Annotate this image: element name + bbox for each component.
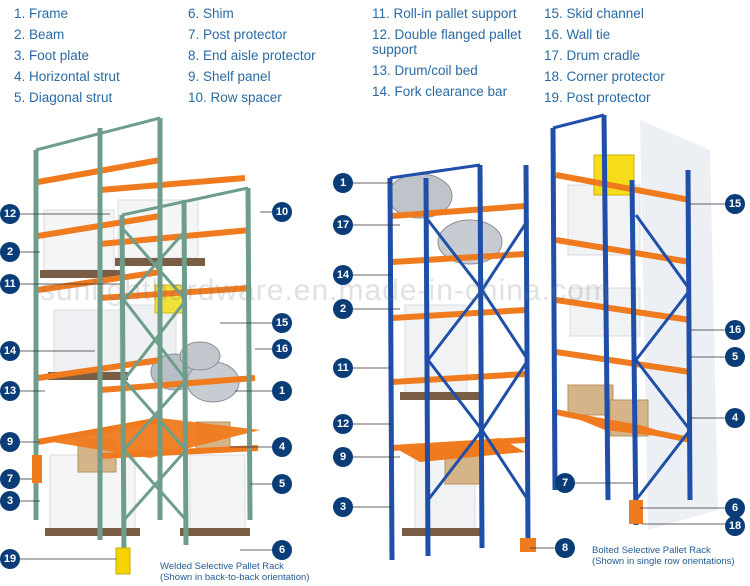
callout-badge: 2 xyxy=(333,299,353,319)
callout-badge: 15 xyxy=(272,313,292,333)
wall-panel xyxy=(640,120,718,530)
callout-badge: 9 xyxy=(333,447,353,467)
legend-item: 16. Wall tie xyxy=(544,27,611,42)
caption-bolted-note: (Shown in single row orientations) xyxy=(592,556,735,567)
callout-badge: 5 xyxy=(725,347,745,367)
callout-badge: 7 xyxy=(0,469,20,489)
callout-badge: 11 xyxy=(333,358,353,378)
callout-badge: 6 xyxy=(725,498,745,518)
watermark: sunlighthardware.en.made-in-china.com xyxy=(40,274,611,307)
legend-item: 7. Post protector xyxy=(188,27,288,42)
legend-item: 1. Frame xyxy=(14,6,69,21)
bolted-rack xyxy=(387,163,536,561)
legend-item: 14. Fork clearance bar xyxy=(372,84,508,99)
legend-item: 8. End aisle protector xyxy=(188,48,316,63)
legend-item: 9. Shelf panel xyxy=(188,69,271,84)
legend-item: 19. Post protector xyxy=(544,90,651,105)
callout-badge: 12 xyxy=(333,414,353,434)
callout-badge: 3 xyxy=(0,491,20,511)
legend-item: 17. Drum cradle xyxy=(544,48,641,63)
callout-badge: 19 xyxy=(0,549,20,569)
callout-badge: 16 xyxy=(272,339,292,359)
callout-badge: 4 xyxy=(725,408,745,428)
callout-badge: 4 xyxy=(272,437,292,457)
callout-badge: 6 xyxy=(272,540,292,560)
legend-item: 11. Roll-in pallet support xyxy=(372,6,517,21)
callout-badge: 1 xyxy=(333,173,353,193)
legend-item: 6. Shim xyxy=(188,6,234,21)
caption-welded-title: Welded Selective Pallet Rack xyxy=(160,561,284,572)
callout-badge: 13 xyxy=(0,381,20,401)
legend-item: 13. Drum/coil bed xyxy=(372,63,478,78)
callout-badge: 8 xyxy=(555,538,575,558)
legend: 1. Frame 2. Beam 3. Foot plate 4. Horizo… xyxy=(0,4,750,114)
legend-item: 12. Double flanged pallet xyxy=(372,27,522,42)
legend-item: support xyxy=(372,42,418,57)
callout-badge: 11 xyxy=(0,274,20,294)
callout-badge: 14 xyxy=(0,341,20,361)
legend-item: 2. Beam xyxy=(14,27,65,42)
welded-rack xyxy=(32,116,260,575)
caption-welded-note: (Shown in back-to-back orientation) xyxy=(160,572,310,583)
legend-item: 5. Diagonal strut xyxy=(14,90,113,105)
callout-badge: 14 xyxy=(333,265,353,285)
callout-badge: 9 xyxy=(0,432,20,452)
callout-badge: 12 xyxy=(0,204,20,224)
caption-bolted-title: Bolted Selective Pallet Rack xyxy=(592,545,711,556)
legend-item: 18. Corner protector xyxy=(544,69,665,84)
callout-badge: 18 xyxy=(725,516,745,536)
callout-badge: 16 xyxy=(725,320,745,340)
callout-badge: 10 xyxy=(272,202,292,222)
callout-badge: 15 xyxy=(725,194,745,214)
legend-item: 15. Skid channel xyxy=(544,6,644,21)
callout-badge: 3 xyxy=(333,497,353,517)
legend-item: 4. Horizontal strut xyxy=(14,69,120,84)
legend-item: 10. Row spacer xyxy=(188,90,282,105)
callout-badge: 17 xyxy=(333,215,353,235)
legend-item: 3. Foot plate xyxy=(14,48,90,63)
callout-badge: 7 xyxy=(555,473,575,493)
bolted-rack-single xyxy=(550,113,693,526)
callout-badge: 5 xyxy=(272,474,292,494)
callout-badge: 1 xyxy=(272,381,292,401)
callout-badge: 2 xyxy=(0,242,20,262)
